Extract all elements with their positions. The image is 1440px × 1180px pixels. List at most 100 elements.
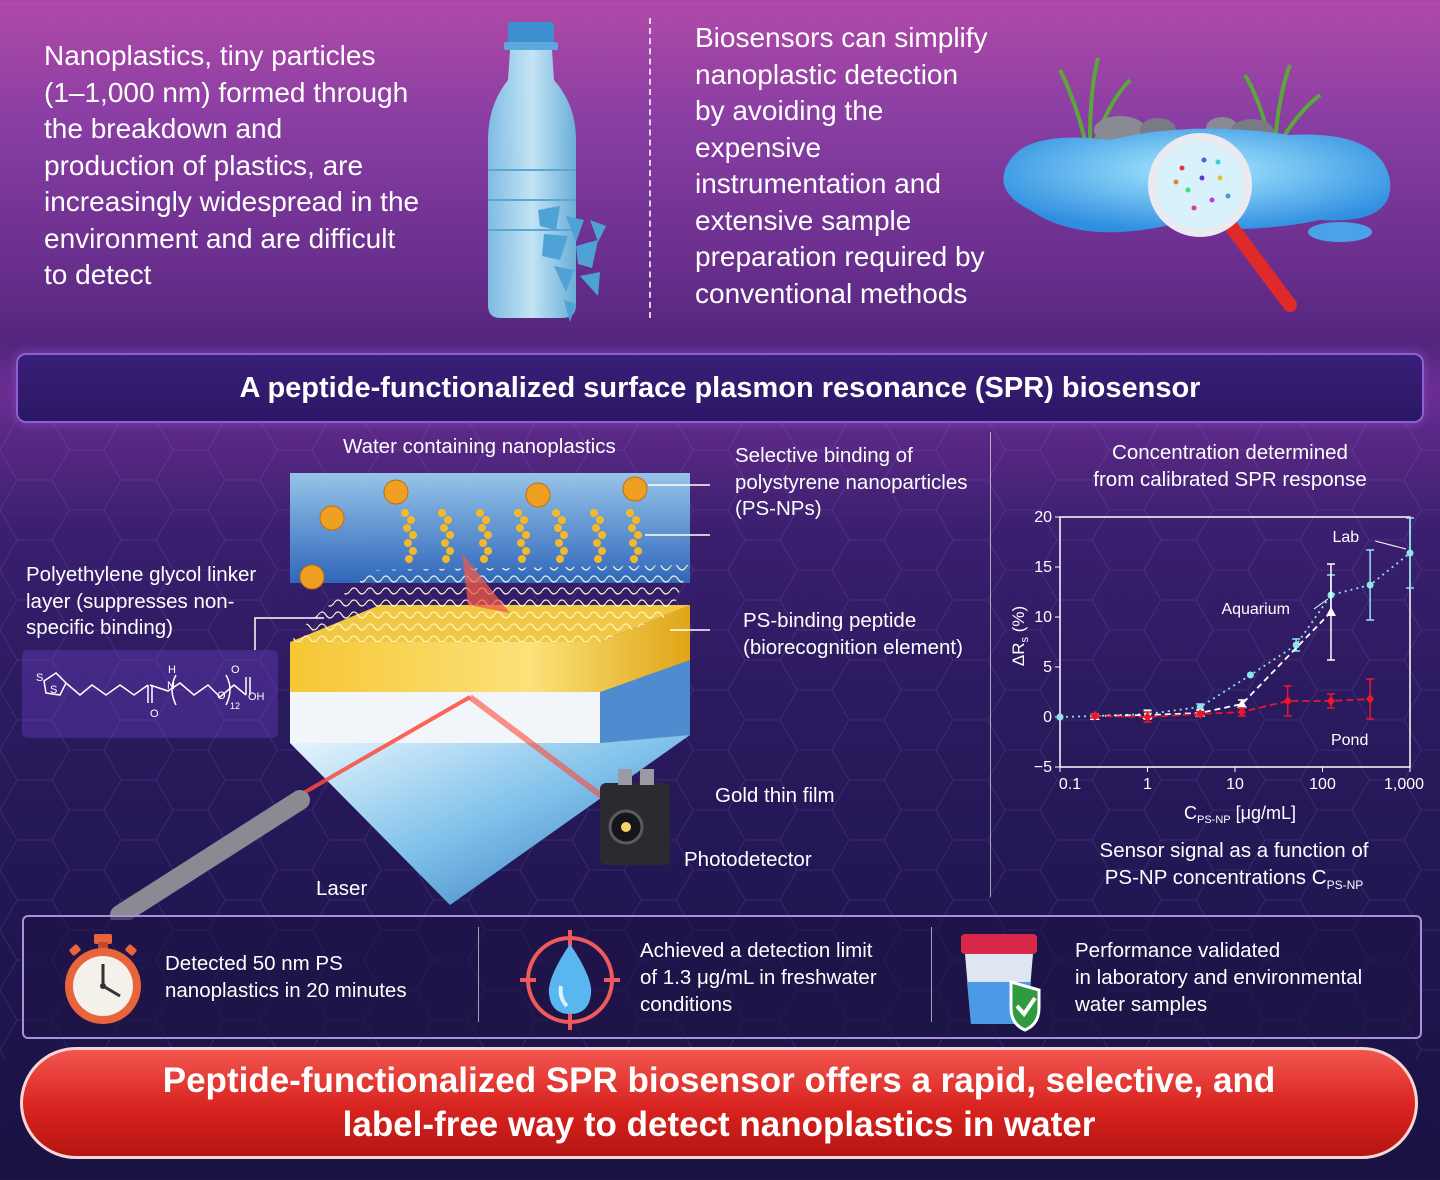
selective-binding-label: Selective binding of polystyrene nanopar… xyxy=(735,443,967,523)
result-line: water samples xyxy=(1075,993,1208,1016)
y-tick-label: 0 xyxy=(1043,709,1052,726)
label-line: layer (suppresses non- xyxy=(26,589,235,613)
biosensor-line: instrumentation and xyxy=(695,168,941,199)
intro-line: to detect xyxy=(44,259,152,290)
data-point xyxy=(1366,581,1374,589)
y-tick-label: 15 xyxy=(1034,559,1052,576)
biosensor-line: extensive sample xyxy=(695,204,912,236)
chem-atom: O xyxy=(231,664,240,676)
data-point xyxy=(1406,549,1414,557)
puddle-magnifier-illustration xyxy=(1003,57,1391,312)
data-point xyxy=(1246,671,1254,679)
label-line: (biorecognition element) xyxy=(743,635,963,659)
top-divider xyxy=(649,18,651,318)
result-validation-text: Performance validated in laboratory and … xyxy=(1075,937,1362,1018)
x-tick-label: 10 xyxy=(1226,776,1244,793)
chem-atom: H xyxy=(168,664,176,676)
caption-line-2: PS-NP concentrations CPS-NP xyxy=(1000,865,1440,899)
intro-line: environment and are difficult xyxy=(44,222,396,254)
sample-cup-check-icon xyxy=(961,934,1041,1032)
label-line: specific binding) xyxy=(26,616,173,639)
heading-line: Concentration determined xyxy=(1112,441,1348,464)
chem-atom: S xyxy=(36,672,43,684)
x-axis-label: CPS-NP [μg/mL] xyxy=(1184,803,1296,826)
intro-line: the breakdown and xyxy=(44,113,283,144)
laser-label: Laser xyxy=(316,877,368,900)
label-line: Polyethylene glycol linker xyxy=(26,563,257,586)
result-line: nanoplastics in 20 minutes xyxy=(165,979,407,1002)
photodetector-label: Photodetector xyxy=(684,848,812,871)
y-axis-label: ΔRs (%) xyxy=(1009,606,1031,666)
plot-frame xyxy=(1059,516,1411,768)
summary-divider-2 xyxy=(931,927,932,1022)
intro-text: Nanoplastics, tiny particles (1–1,000 nm… xyxy=(44,38,474,294)
gold-film-label: Gold thin film xyxy=(715,784,835,807)
plastic-bottle-illustration xyxy=(488,22,606,322)
label-line: PS-binding peptide xyxy=(743,609,917,632)
result-line: Detected 50 nm PS xyxy=(165,952,343,975)
chart-heading: Concentration determined from calibrated… xyxy=(1000,440,1440,493)
x-tick-label: 1,000 xyxy=(1384,776,1424,793)
intro-line: production of plastics, are xyxy=(44,149,364,181)
y-tick-label: 10 xyxy=(1034,609,1052,626)
chem-subscript: 12 xyxy=(230,701,240,711)
stopwatch-icon xyxy=(65,934,141,1024)
data-point xyxy=(1366,694,1375,704)
result-line: conditions xyxy=(640,993,733,1016)
result-detection-limit-text: Achieved a detection limit of 1.3 μg/mL … xyxy=(640,937,877,1018)
x-tick-label: 0.1 xyxy=(1059,776,1081,793)
label-leader xyxy=(1375,540,1407,550)
results-summary-box xyxy=(22,915,1422,1039)
spr-sensor-diagram xyxy=(110,473,710,920)
panel-divider xyxy=(990,432,991,897)
caption-line-1: Sensor signal as a function of xyxy=(1099,839,1369,862)
conclusion-line: label-free way to detect nanoplastics in… xyxy=(342,1105,1096,1144)
biosensor-line: conventional methods xyxy=(695,277,968,309)
series-label-lab: Lab xyxy=(1332,529,1359,546)
chem-atom: O xyxy=(150,708,159,720)
series-line xyxy=(1059,552,1411,718)
label-leader xyxy=(1313,598,1329,610)
biosensor-line: expensive xyxy=(695,131,822,163)
chem-atom: O xyxy=(217,690,226,702)
data-point xyxy=(1196,709,1205,719)
conclusion-banner: Peptide-functionalized SPR biosensor off… xyxy=(20,1047,1418,1159)
chem-atom: OH xyxy=(248,691,265,703)
data-point xyxy=(1056,713,1064,721)
data-point xyxy=(1283,696,1292,706)
conclusion-line: Peptide-functionalized SPR biosensor off… xyxy=(162,1061,1276,1100)
x-tick-label: 1 xyxy=(1143,776,1152,793)
biosensor-line: Biosensors can simplify xyxy=(695,22,988,53)
heading-line: from calibrated SPR response xyxy=(1093,467,1367,491)
chem-atom: N xyxy=(167,680,175,692)
intro-line: increasingly widespread in the xyxy=(44,186,420,217)
series-label-aquarium: Aquarium xyxy=(1221,601,1289,618)
result-line: Performance validated xyxy=(1075,939,1281,962)
result-line: of 1.3 μg/mL in freshwater xyxy=(640,966,877,989)
peg-linker-label: Polyethylene glycol linker layer (suppre… xyxy=(26,562,256,642)
y-tick-label: 20 xyxy=(1034,509,1052,526)
data-point xyxy=(1090,711,1099,721)
series-label-pond: Pond xyxy=(1331,732,1368,749)
caption-subscript: PS-NP xyxy=(1326,877,1364,892)
intro-line: Nanoplastics, tiny particles xyxy=(44,40,376,71)
x-tick-label: 100 xyxy=(1309,776,1336,793)
data-point xyxy=(1237,707,1246,717)
data-point xyxy=(1326,696,1335,706)
result-line: Achieved a detection limit xyxy=(640,939,873,962)
biosensor-line: by avoiding the xyxy=(695,95,884,126)
chart-caption: Sensor signal as a function of PS-NP con… xyxy=(1000,838,1440,898)
data-point xyxy=(1236,699,1247,708)
data-point xyxy=(1143,712,1152,722)
peptide-label: PS-binding peptide (biorecognition eleme… xyxy=(743,608,963,661)
water-label: Water containing nanoplastics xyxy=(343,435,616,458)
biosensor-line: nanoplastic detection xyxy=(695,58,959,90)
biosensor-text: Biosensors can simplify nanoplastic dete… xyxy=(695,20,1035,312)
summary-divider-1 xyxy=(478,927,479,1022)
y-tick-label: 5 xyxy=(1043,659,1052,676)
banner-title: A peptide-functionalized surface plasmon… xyxy=(239,371,1201,404)
data-point xyxy=(1196,703,1204,711)
result-speed-text: Detected 50 nm PS nanoplastics in 20 min… xyxy=(165,950,407,1004)
data-point xyxy=(1292,641,1300,649)
caption-main: PS-NP concentrations C xyxy=(1104,865,1327,889)
